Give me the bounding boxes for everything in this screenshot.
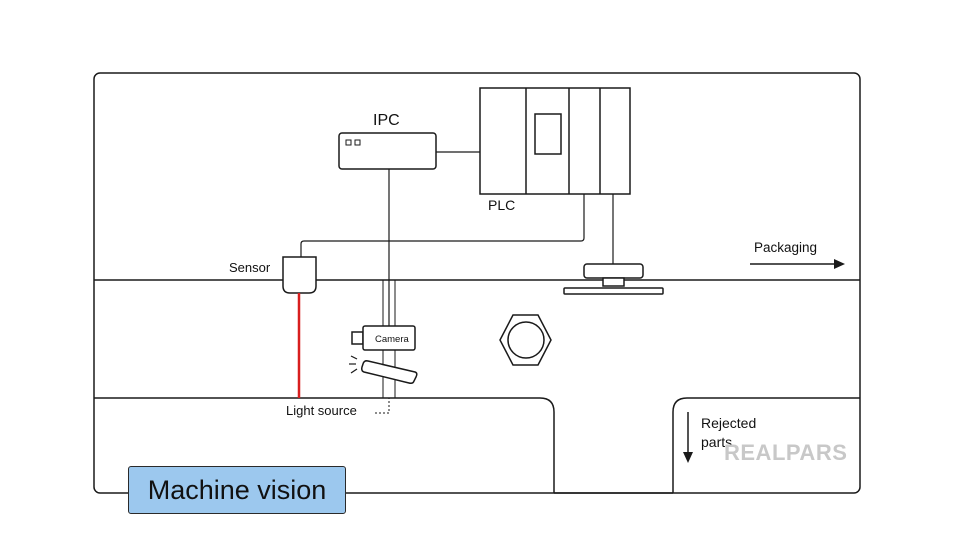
packaging-press — [563, 263, 664, 295]
light-source-label: Light source — [286, 403, 357, 418]
light-source — [349, 355, 418, 384]
conveyor — [94, 279, 860, 494]
ipc-unit — [338, 132, 437, 170]
ipc-label: IPC — [373, 112, 400, 129]
plc-label: PLC — [488, 197, 515, 213]
rejected-label-line2: parts — [701, 434, 732, 450]
wiring — [300, 151, 614, 335]
camera — [351, 325, 416, 351]
camera-label: Camera — [375, 334, 410, 345]
packaging-label: Packaging — [754, 240, 817, 255]
sensor-body — [282, 256, 317, 294]
packaging-arrow — [750, 259, 845, 269]
realpars-logo: REALPARS — [724, 440, 848, 465]
plc-rack — [479, 87, 631, 195]
rejected-label-line1: Rejected — [701, 415, 756, 431]
title-text: Machine vision — [147, 474, 327, 505]
sensor-label: Sensor — [229, 260, 271, 275]
enclosure-frame — [93, 72, 861, 494]
machine-vision-title: Machine vision — [128, 466, 346, 514]
hex-nut-part — [499, 314, 552, 366]
light-source-leader — [375, 398, 390, 414]
rejected-arrow — [683, 412, 693, 463]
